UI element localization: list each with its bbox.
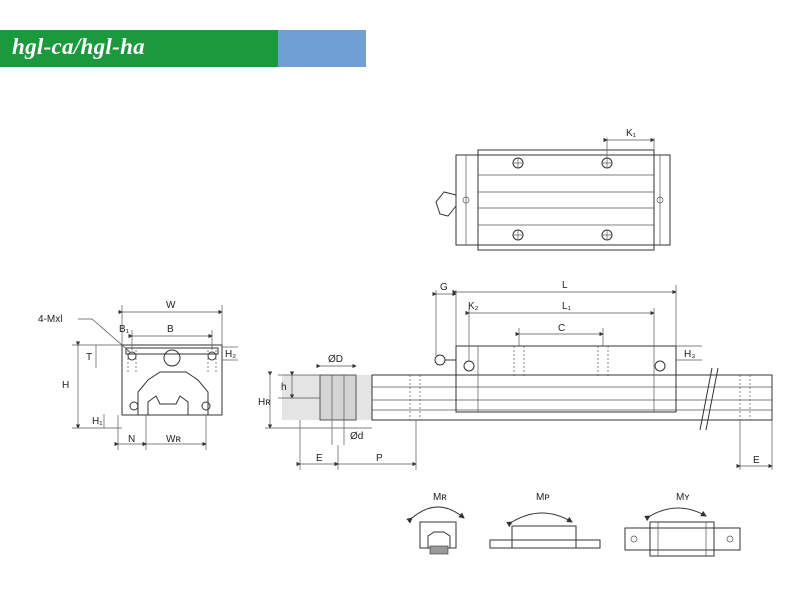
rail-profile [137, 371, 209, 415]
dim-l1: L₁ [562, 301, 572, 312]
title-bar: hgl-ca/hgl-ha [0, 30, 366, 67]
label-my: Mʏ [676, 492, 690, 503]
dim-n: N [128, 434, 135, 445]
dim-e-right: E [753, 455, 760, 466]
top-view: K₁ [435, 128, 671, 251]
dim-p: P [376, 453, 383, 464]
front-view-block [121, 344, 223, 416]
dim-b: B [167, 324, 174, 335]
moment-roll: Mʀ [406, 492, 465, 555]
dim-small-h: h [281, 382, 287, 393]
dim-w: W [166, 300, 176, 311]
dim-small-od: Ød [350, 431, 363, 442]
grease-nipple-side [434, 354, 446, 366]
dim-od: ØD [328, 354, 343, 365]
front-view: W B B₁ 4-Mxl H T H₁ H₂ N Wʀ [38, 300, 238, 450]
dim-wr: Wʀ [166, 434, 181, 445]
title-bar-blue [278, 30, 366, 67]
dim-e-left: E [316, 453, 323, 464]
break-line [699, 367, 713, 431]
dim-b1: B₁ [119, 324, 130, 335]
rail [371, 374, 773, 421]
grease-nipple [435, 191, 457, 217]
dim-h3: H₃ [684, 349, 695, 360]
dim-h1: H₁ [92, 416, 103, 427]
side-view: G L K₂ L₁ C H₃ ØD h Hʀ Ød [258, 280, 773, 470]
side-view-block [455, 345, 677, 413]
dim-h2: H₂ [225, 349, 236, 360]
dim-k1: K₁ [626, 128, 637, 139]
dim-hr: Hʀ [258, 397, 271, 408]
page-title: hgl-ca/hgl-ha [12, 34, 145, 59]
grease-fitting [163, 349, 181, 367]
dim-l: L [562, 280, 568, 291]
moment-yaw: Mʏ [624, 492, 741, 557]
dim-t: T [86, 352, 92, 363]
dim-k2: K₂ [468, 301, 479, 312]
moment-pitch: Mᴘ [489, 492, 601, 549]
dim-g: G [440, 282, 448, 293]
label-mr: Mʀ [433, 492, 447, 503]
top-view-outline [455, 154, 671, 246]
dim-h: H [62, 380, 69, 391]
label-mp: Mᴘ [536, 492, 550, 503]
dim-c: C [558, 323, 565, 334]
label-mounting-thread: 4-Mxl [38, 314, 62, 325]
title-bar-green [0, 30, 278, 67]
top-view-block [477, 149, 655, 251]
